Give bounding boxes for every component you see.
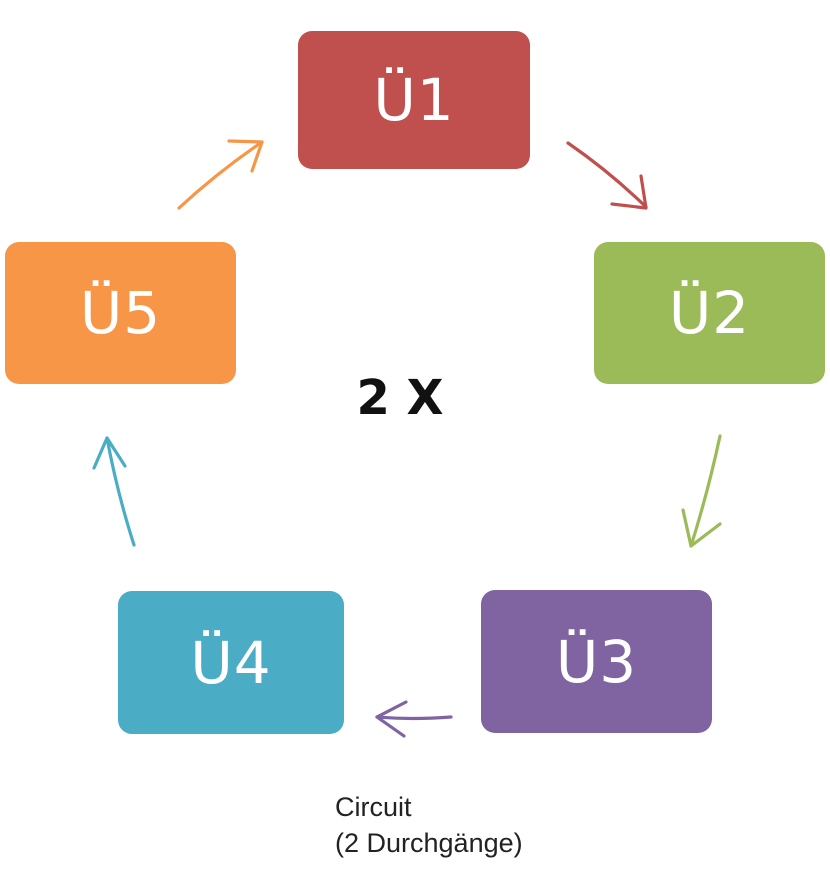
arrow-u3-u4	[375, 700, 453, 738]
caption-line-2: (2 Durchgänge)	[335, 828, 523, 858]
node-u4: Ü4	[118, 591, 344, 734]
arrow-u4-u5	[92, 436, 136, 547]
node-u5: Ü5	[5, 242, 236, 384]
node-u2: Ü2	[594, 242, 825, 384]
repeat-count-label: 2 X	[356, 370, 444, 426]
caption-line-1: Circuit	[335, 792, 412, 822]
arrow-u2-u3	[681, 434, 722, 548]
arrow-u1-u2	[566, 141, 648, 210]
arrow-u5-u1	[177, 139, 264, 210]
caption: Circuit (2 Durchgänge)	[335, 789, 523, 861]
node-u1: Ü1	[298, 31, 530, 169]
node-u3: Ü3	[481, 590, 712, 733]
